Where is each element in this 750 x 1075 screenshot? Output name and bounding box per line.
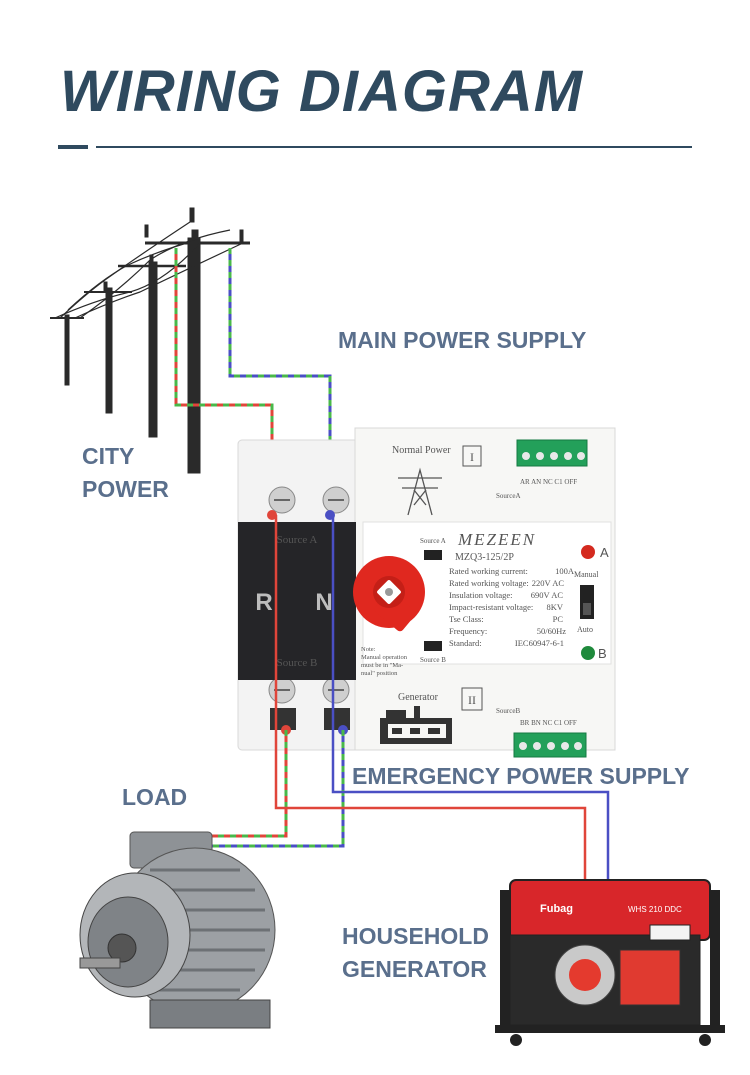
spec-k-0: Rated working current: <box>449 566 528 576</box>
normal-power-label: Normal Power <box>392 445 451 456</box>
spec-k-5: Frequency: <box>449 626 487 636</box>
spec-k-4: Tse Class: <box>449 614 484 624</box>
spec-k-6: Standard: <box>449 638 482 648</box>
black-cover <box>238 522 356 680</box>
indicator-b-label: B <box>598 646 607 661</box>
brand-label: MEZEEN <box>457 530 536 549</box>
note-text: Note: Manual operation must be in "Ma- n… <box>361 646 408 677</box>
transmission-tower-icon <box>398 467 442 516</box>
terminal-screws-top <box>268 486 350 514</box>
rotary-handle[interactable] <box>353 556 425 633</box>
title-rule-accent <box>58 145 88 149</box>
source-b-window <box>424 641 442 651</box>
ats-device: Source A Source B R N Normal Power I AR … <box>237 427 616 758</box>
generator-model: WHS 210 DDC <box>628 905 682 914</box>
power-label: POWER <box>82 476 169 502</box>
spec-v-1: 220V AC <box>532 578 565 588</box>
generator-device-label: Generator <box>398 692 439 703</box>
source-b-small-label: Source B <box>420 656 446 664</box>
spec-v-0: 100A <box>555 566 575 576</box>
wire-load-r <box>212 730 288 838</box>
title-rule <box>96 146 692 148</box>
svg-text:must be in "Ma-: must be in "Ma- <box>361 662 403 669</box>
spec-v-4: PC <box>553 614 564 624</box>
svg-text:nual" position: nual" position <box>361 670 398 677</box>
spec-v-3: 8KV <box>546 602 563 612</box>
city-label: CITY <box>82 443 135 469</box>
load-label: LOAD <box>122 784 188 810</box>
spec-list: Rated working current: 100A Rated workin… <box>449 566 575 648</box>
main-power-supply-label: MAIN POWER SUPPLY <box>338 327 587 353</box>
pole-n-label: N <box>315 589 332 616</box>
source-a-small-label: Source A <box>420 537 446 545</box>
generator-roman: II <box>468 693 476 707</box>
manual-label: Manual <box>574 570 599 579</box>
indicator-b-light <box>581 646 595 660</box>
household-label: HOUSEHOLD <box>342 923 489 949</box>
auto-label: Auto <box>577 625 593 634</box>
utility-poles-icon <box>50 207 250 474</box>
terminal-block-a <box>516 439 588 467</box>
model-label: MZQ3-125/2P <box>455 552 514 563</box>
generator-brand: Fubag <box>540 903 573 915</box>
generator-icon: Fubag WHS 210 DDC <box>495 879 725 1046</box>
spec-k-2: Insulation voltage: <box>449 590 513 600</box>
spec-k-1: Rated working voltage: <box>449 578 529 588</box>
terminal-b-name: SourceB <box>496 707 520 715</box>
source-a-window <box>424 550 442 560</box>
source-b-bottom-label: Source B <box>277 657 318 669</box>
terminal-a-labels: AR AN NC C1 OFF <box>520 478 577 486</box>
generator-pixel-icon <box>380 706 452 744</box>
wire-load-n <box>212 730 345 848</box>
source-a-top-label: Source A <box>277 534 318 546</box>
spec-v-6: IEC60947-6-1 <box>515 638 564 648</box>
wire-generator-r <box>274 515 587 880</box>
terminal-b-labels: BR BN NC C1 OFF <box>520 719 577 727</box>
indicator-a-label: A <box>600 545 609 560</box>
indicator-a-light <box>581 545 595 559</box>
terminal-a-name: SourceA <box>496 492 521 500</box>
emergency-power-supply-label: EMERGENCY POWER SUPPLY <box>352 763 690 789</box>
spec-v-5: 50/60Hz <box>537 626 567 636</box>
spec-k-3: Impact-resistant voltage: <box>449 602 533 612</box>
spec-v-2: 690V AC <box>531 590 564 600</box>
electric-motor-icon <box>79 831 276 1029</box>
pole-r-label: R <box>255 589 272 616</box>
terminal-block-b <box>513 732 587 758</box>
svg-text:Note:: Note: <box>361 646 376 653</box>
svg-text:Manual operation: Manual operation <box>361 654 408 661</box>
generator-label: GENERATOR <box>342 956 487 982</box>
wire-generator-n <box>331 515 610 880</box>
page-title: WIRING DIAGRAM <box>60 59 584 124</box>
normal-roman: I <box>470 450 474 464</box>
